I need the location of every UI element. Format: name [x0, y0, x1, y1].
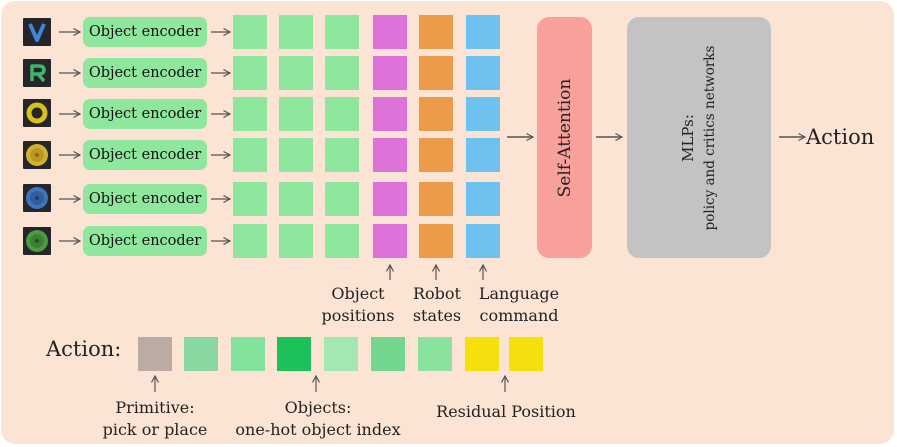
- object-encoder-4: Object encoder: [83, 140, 207, 170]
- token-embedding-r5-c2: [279, 182, 313, 216]
- robot-states-label: Robot states: [406, 283, 468, 327]
- token-embedding-r1-c3: [325, 15, 359, 49]
- object-encoder-1: Object encoder: [83, 17, 207, 47]
- object-encoder-5: Object encoder: [83, 184, 207, 214]
- self-attention-block: Self-Attention: [537, 17, 592, 258]
- object-positions-label: Object positions: [318, 283, 398, 327]
- blue-gear-object-thumbnail: [23, 184, 51, 212]
- token-embedding-r4-c3: [325, 138, 359, 172]
- token-embedding-r2-c2: [279, 56, 313, 90]
- action-cell-object-3: [231, 337, 265, 371]
- token-object-position-r6-c4: [373, 224, 407, 258]
- token-language-r1-c6: [466, 15, 500, 49]
- primitive-line-1: Primitive:: [115, 398, 195, 417]
- token-robot-state-r6-c5: [419, 224, 453, 258]
- object-encoder-2: Object encoder: [83, 58, 207, 88]
- objects-line-1: Objects:: [284, 398, 352, 417]
- language-command-line-2: command: [479, 306, 559, 325]
- token-object-position-r4-c4: [373, 138, 407, 172]
- language-command-label: Language command: [471, 283, 567, 327]
- token-embedding-r4-c1: [233, 138, 267, 172]
- token-language-r4-c6: [466, 138, 500, 172]
- object-positions-line-2: positions: [321, 306, 395, 325]
- primitive-line-2: pick or place: [102, 420, 208, 439]
- yellow-ring-object-thumbnail: [23, 99, 51, 127]
- letter-r-object-thumbnail: [23, 59, 51, 87]
- token-embedding-r3-c1: [233, 97, 267, 131]
- token-language-r5-c6: [466, 182, 500, 216]
- action-cell-residual-9: [509, 337, 543, 371]
- language-command-line-1: Language: [478, 284, 560, 303]
- robot-states-line-1: Robot: [413, 284, 461, 303]
- token-robot-state-r3-c5: [419, 97, 453, 131]
- mlps-block: MLPs: policy and critics networks: [627, 17, 771, 258]
- residual-position-label: Residual Position: [436, 402, 576, 421]
- token-robot-state-r1-c5: [419, 15, 453, 49]
- token-embedding-r5-c1: [233, 182, 267, 216]
- yellow-gear-object-thumbnail: [23, 141, 51, 169]
- token-object-position-r3-c4: [373, 97, 407, 131]
- action-cell-object-7: [418, 337, 452, 371]
- object-encoder-6: Object encoder: [83, 226, 207, 256]
- action-cell-object-4: [277, 337, 311, 371]
- action-cell-object-2: [184, 337, 218, 371]
- token-robot-state-r5-c5: [419, 182, 453, 216]
- action-cell-residual-8: [465, 337, 499, 371]
- token-embedding-r3-c2: [279, 97, 313, 131]
- output-action-label: Action: [806, 125, 875, 149]
- token-object-position-r5-c4: [373, 182, 407, 216]
- action-row-label: Action:: [46, 337, 122, 361]
- objects-line-2: one-hot object index: [235, 420, 401, 439]
- token-embedding-r5-c3: [325, 182, 359, 216]
- action-cell-object-6: [371, 337, 405, 371]
- token-embedding-r4-c2: [279, 138, 313, 172]
- object-encoder-3: Object encoder: [83, 99, 207, 129]
- objects-label: Objects: one-hot object index: [228, 397, 408, 441]
- letter-v-object-thumbnail: [23, 18, 51, 46]
- token-embedding-r1-c2: [279, 15, 313, 49]
- token-object-position-r1-c4: [373, 15, 407, 49]
- token-embedding-r1-c1: [233, 15, 267, 49]
- token-robot-state-r2-c5: [419, 56, 453, 90]
- primitive-label: Primitive: pick or place: [95, 397, 215, 441]
- token-embedding-r3-c3: [325, 97, 359, 131]
- token-embedding-r6-c1: [233, 224, 267, 258]
- token-language-r2-c6: [466, 56, 500, 90]
- token-language-r3-c6: [466, 97, 500, 131]
- token-embedding-r6-c3: [325, 224, 359, 258]
- token-embedding-r2-c3: [325, 56, 359, 90]
- token-object-position-r2-c4: [373, 56, 407, 90]
- green-gear-object-thumbnail: [23, 227, 51, 255]
- action-cell-object-5: [324, 337, 358, 371]
- action-cell-primitive-1: [138, 337, 172, 371]
- object-positions-line-1: Object: [331, 284, 385, 303]
- token-embedding-r6-c2: [279, 224, 313, 258]
- token-language-r6-c6: [466, 224, 500, 258]
- token-embedding-r2-c1: [233, 56, 267, 90]
- token-robot-state-r4-c5: [419, 138, 453, 172]
- robot-states-line-2: states: [412, 306, 462, 325]
